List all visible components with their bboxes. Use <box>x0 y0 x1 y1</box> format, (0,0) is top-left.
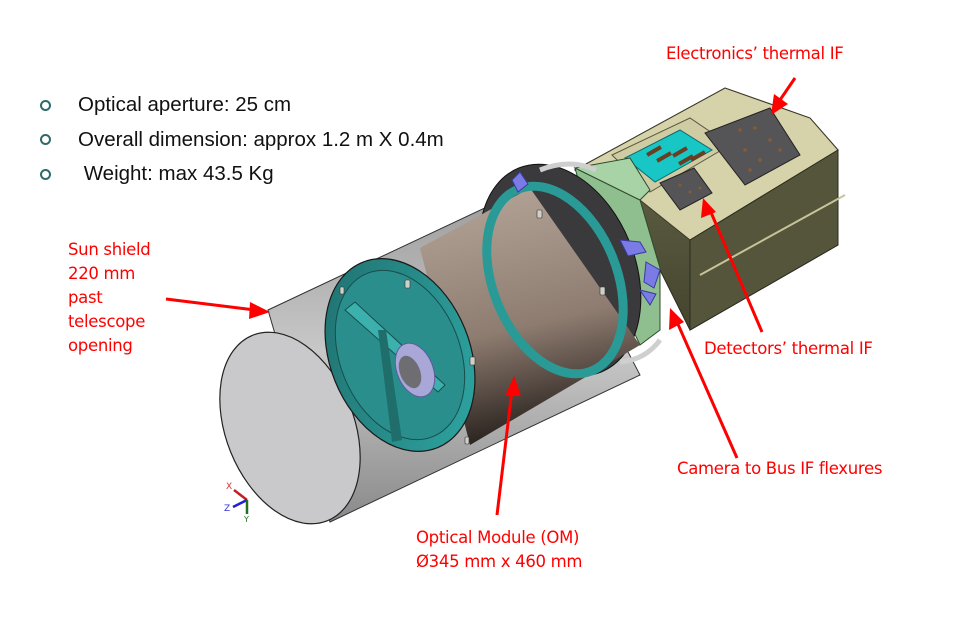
spec-item: Optical aperture: 25 cm <box>36 88 444 123</box>
arrow-electronics-if <box>778 77 797 101</box>
sun-shield-line: Sun shield <box>68 240 151 259</box>
bullet-circle-icon <box>40 134 51 146</box>
optical-module-label: Optical Module (OM) Ø345 mm x 460 mm <box>416 526 583 574</box>
electronics-thermal-plate <box>704 107 801 186</box>
spec-item: Weight: max 43.5 Kg <box>36 157 444 192</box>
axis-z-label: Z <box>224 504 230 514</box>
bullet-circle-icon <box>40 99 51 111</box>
optical-module <box>324 181 640 452</box>
arrow-detectors-if <box>708 209 764 333</box>
optical-module-line: Ø345 mm x 460 mm <box>416 552 583 571</box>
specs-list: Optical aperture: 25 cm Overall dimensio… <box>36 88 444 192</box>
arrow-camera-bus <box>675 321 739 459</box>
bus-if-flexures <box>511 171 661 306</box>
bullet-circle-icon <box>40 168 51 180</box>
sun-shield-line: past <box>68 288 103 307</box>
axis-y-label: Y <box>243 515 249 524</box>
spec-text: Overall dimension: approx 1.2 m X 0.4m <box>78 127 444 151</box>
optical-module-line: Optical Module (OM) <box>416 528 580 547</box>
arrow-sun-shield <box>165 297 256 312</box>
sun-shield-line: 220 mm <box>68 264 136 283</box>
sun-shield-label: Sun shield 220 mm past telescope opening <box>68 238 151 358</box>
sun-shield-line: telescope <box>68 312 146 331</box>
arrow-optical-module <box>495 389 514 516</box>
axis-x-label: X <box>226 482 232 492</box>
electronics-thermal-if-label: Electronics’ thermal IF <box>666 44 844 63</box>
axis-triad-icon: X Z Y <box>224 482 249 524</box>
detectors-thermal-plate <box>659 167 713 211</box>
detectors-thermal-if-label: Detectors’ thermal IF <box>704 339 873 358</box>
camera-bus-if-flexures-label: Camera to Bus IF flexures <box>677 459 883 478</box>
spec-item: Overall dimension: approx 1.2 m X 0.4m <box>36 123 444 158</box>
spec-text: Weight: max 43.5 Kg <box>78 162 274 186</box>
annotation-arrows <box>165 77 797 516</box>
spec-text: Optical aperture: 25 cm <box>78 93 292 117</box>
sun-shield-line: opening <box>68 336 133 355</box>
